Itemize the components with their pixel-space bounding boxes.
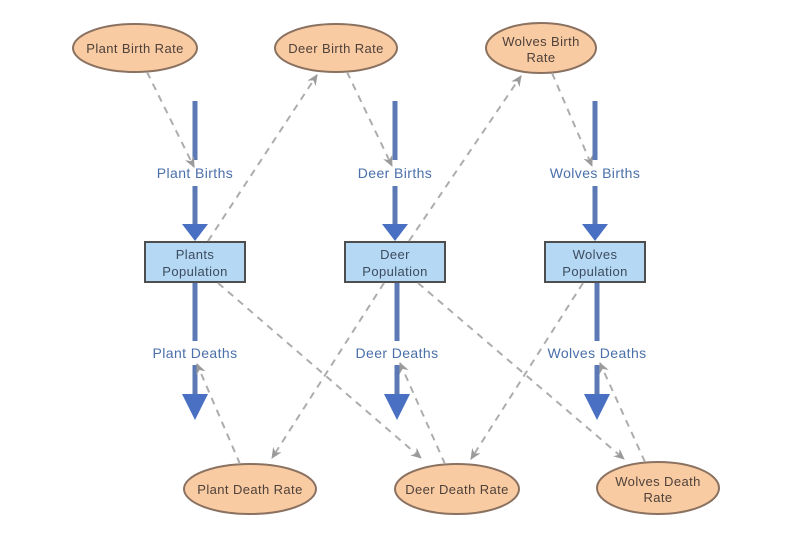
connector-wolves-death-rate-to-wolves-deaths[interactable] [599, 362, 646, 463]
connector-deer-birth-rate-to-deer-births[interactable] [346, 71, 393, 167]
svg-text:Population: Population [162, 264, 227, 279]
connector-plants-population-to-deer-birth-rate[interactable] [207, 74, 318, 242]
connector-deer-population-to-plant-death-rate[interactable] [271, 282, 385, 459]
svg-text:Population: Population [362, 264, 427, 279]
flow-label-deer-deaths[interactable]: Deer Deaths [346, 341, 448, 365]
svg-text:Deer Deaths: Deer Deaths [356, 345, 439, 361]
svg-text:Plant Deaths: Plant Deaths [153, 345, 238, 361]
connector-plants-population-to-deer-death-rate[interactable] [217, 282, 422, 459]
svg-text:Wolves: Wolves [573, 247, 618, 262]
flow-wolves-deaths[interactable] [584, 282, 610, 420]
connector-plant-birth-rate-to-plant-births[interactable] [146, 71, 195, 168]
flow-label-wolves-births[interactable]: Wolves Births [543, 160, 647, 186]
svg-text:Population: Population [562, 264, 627, 279]
connector-plant-death-rate-to-plant-deaths[interactable] [196, 363, 241, 465]
flow-label-plant-births[interactable]: Plant Births [143, 160, 247, 186]
stock-plants-population[interactable]: Plants Population [144, 241, 246, 283]
svg-text:Wolves Birth: Wolves Birth [502, 34, 580, 49]
svg-text:Wolves Births: Wolves Births [550, 165, 641, 181]
svg-text:Plant Births: Plant Births [157, 165, 233, 181]
flow-arrowhead-icon [182, 224, 208, 241]
flow-plant-deaths[interactable] [182, 282, 208, 420]
flow-arrowhead-icon [384, 394, 410, 420]
variable-wolves-death-rate[interactable]: Wolves Death Rate [596, 461, 720, 515]
svg-text:Rate: Rate [643, 490, 672, 505]
svg-text:Deer: Deer [380, 247, 410, 262]
connector-deer-population-to-wolves-death-rate[interactable] [417, 282, 625, 460]
variable-deer-death-rate[interactable]: Deer Death Rate [394, 463, 520, 515]
flow-label-plant-deaths[interactable]: Plant Deaths [142, 341, 248, 365]
connector-deer-population-to-wolves-birth-rate[interactable] [408, 75, 522, 242]
svg-text:Plants: Plants [176, 247, 215, 262]
flow-deer-deaths[interactable] [384, 282, 410, 420]
variable-plant-death-rate[interactable]: Plant Death Rate [183, 463, 317, 515]
svg-text:Deer Births: Deer Births [358, 165, 432, 181]
flow-arrowhead-icon [382, 224, 408, 241]
svg-text:Rate: Rate [526, 50, 555, 65]
stock-wolves-population[interactable]: Wolves Population [544, 241, 646, 283]
variable-deer-birth-rate[interactable]: Deer Birth Rate [274, 23, 398, 73]
connector-wolves-birth-rate-to-wolves-births[interactable] [551, 72, 593, 167]
flow-arrowhead-icon [584, 394, 610, 420]
flow-label-deer-births[interactable]: Deer Births [345, 160, 445, 186]
variable-wolves-birth-rate[interactable]: Wolves Birth Rate [485, 22, 597, 74]
svg-text:Deer Birth Rate: Deer Birth Rate [288, 41, 384, 56]
svg-text:Plant Death Rate: Plant Death Rate [197, 482, 302, 497]
flow-arrowhead-icon [582, 224, 608, 241]
svg-text:Plant Birth Rate: Plant Birth Rate [86, 41, 183, 56]
connector-wolves-population-to-deer-death-rate[interactable] [470, 282, 584, 460]
stock-deer-population[interactable]: Deer Population [344, 241, 446, 283]
flow-label-wolves-deaths[interactable]: Wolves Deaths [543, 341, 651, 365]
svg-text:Wolves Deaths: Wolves Deaths [547, 345, 646, 361]
svg-text:Wolves Death: Wolves Death [615, 474, 701, 489]
variable-plant-birth-rate[interactable]: Plant Birth Rate [72, 23, 198, 73]
svg-text:Deer Death Rate: Deer Death Rate [405, 482, 509, 497]
connector-deer-death-rate-to-deer-deaths[interactable] [399, 362, 446, 465]
flow-arrowhead-icon [182, 394, 208, 420]
